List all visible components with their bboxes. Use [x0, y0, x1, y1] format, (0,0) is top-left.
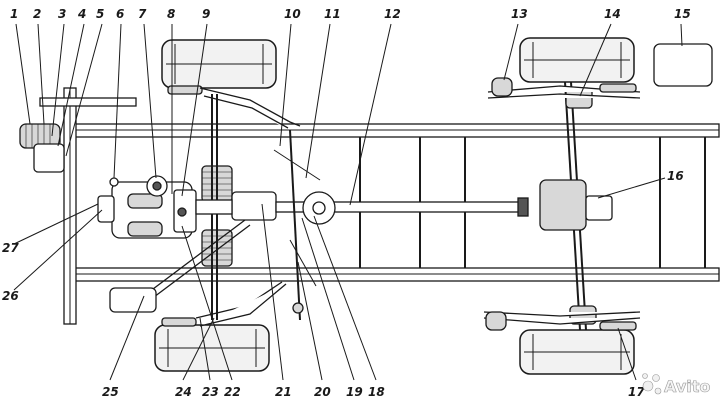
gearbox — [195, 191, 277, 221]
battery — [109, 287, 157, 313]
label-12: 12 — [384, 7, 401, 21]
label-26: 26 — [2, 289, 19, 303]
label-7: 7 — [138, 7, 147, 21]
fuel-tank — [653, 43, 713, 87]
rear-springs — [483, 77, 641, 331]
label-10: 10 — [284, 7, 301, 21]
steering-assembly — [273, 129, 336, 321]
propeller-shaft — [275, 197, 529, 217]
label-20: 20 — [314, 385, 331, 399]
leader-lines — [13, 23, 683, 381]
front-suspension — [161, 85, 301, 327]
label-3: 3 — [58, 7, 66, 21]
watermark: Avito — [642, 373, 711, 396]
watermark-text: Avito — [664, 377, 710, 396]
front-right-wheel — [154, 324, 270, 372]
label-11: 11 — [324, 7, 341, 21]
braces — [144, 219, 251, 301]
label-21: 21 — [275, 385, 292, 399]
label-14: 14 — [604, 7, 621, 21]
rear-left-wheel — [519, 37, 635, 83]
label-13: 13 — [511, 7, 528, 21]
label-17: 17 — [628, 385, 645, 399]
label-8: 8 — [167, 7, 175, 21]
label-19: 19 — [346, 385, 363, 399]
front-left-wheel — [161, 39, 277, 89]
label-6: 6 — [116, 7, 124, 21]
label-23: 23 — [202, 385, 219, 399]
radiator — [19, 123, 65, 173]
engine — [97, 175, 197, 239]
rear-right-wheel — [519, 329, 635, 375]
label-24: 24 — [175, 385, 192, 399]
label-25: 25 — [102, 385, 119, 399]
label-5: 5 — [96, 7, 104, 21]
label-2: 2 — [33, 7, 41, 21]
label-18: 18 — [368, 385, 385, 399]
label-22: 22 — [224, 385, 241, 399]
rear-axle — [539, 81, 613, 331]
callout-labels: 1 2 3 4 5 6 7 8 9 10 11 12 13 14 15 16 1… — [2, 7, 691, 399]
label-15: 15 — [674, 7, 691, 21]
label-1: 1 — [10, 7, 18, 21]
label-9: 9 — [202, 7, 210, 21]
label-16: 16 — [667, 169, 684, 183]
label-27: 27 — [2, 241, 19, 255]
avito-logo-icon — [642, 373, 662, 395]
label-4: 4 — [77, 7, 86, 21]
